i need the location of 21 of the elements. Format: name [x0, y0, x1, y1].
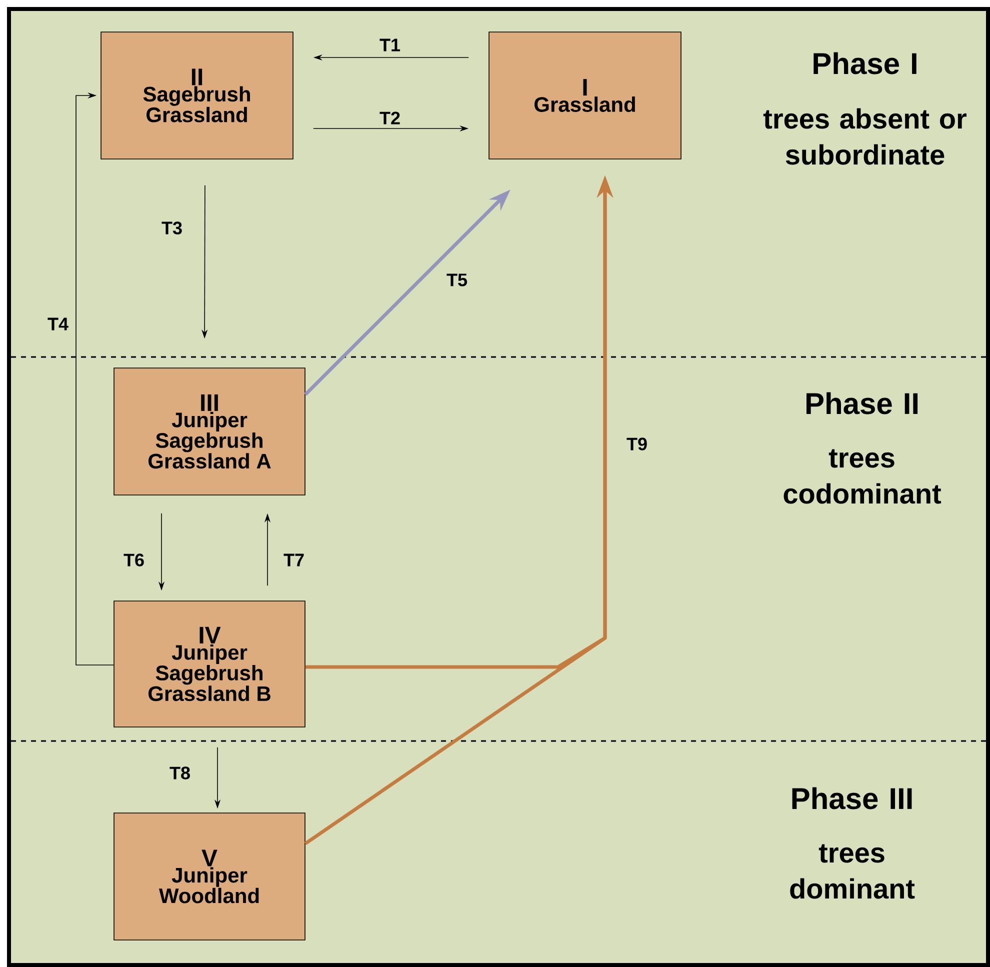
phase-description: trees absent or subordinate [763, 108, 966, 165]
phase-heading: Phase III [792, 787, 912, 810]
edge-label: T4 [46, 316, 70, 332]
edge-label: T8 [168, 766, 192, 780]
phase-description: trees dominant [790, 844, 915, 899]
state-box: I Grassland [488, 32, 682, 160]
edge-label: T2 [378, 110, 402, 126]
edge-label: T7 [282, 552, 306, 568]
state-box: V Juniper Woodland [114, 812, 306, 940]
arrow [76, 92, 114, 666]
phase-heading: Phase I [814, 52, 916, 74]
edge-label: T6 [122, 552, 146, 568]
phase-heading: Phase II [806, 392, 918, 414]
edge-label: T9 [626, 436, 649, 452]
edge-label: T1 [378, 38, 402, 52]
phase-description: trees codominant [784, 449, 942, 504]
state-box: IV Juniper Sagebrush Grassland B [114, 600, 306, 728]
edge-label: T5 [446, 272, 468, 288]
state-box: II Sagebrush Grassland [100, 32, 294, 160]
state-box: III Juniper Sagebrush Grassland A [114, 368, 306, 496]
edge-label: T3 [160, 220, 184, 236]
